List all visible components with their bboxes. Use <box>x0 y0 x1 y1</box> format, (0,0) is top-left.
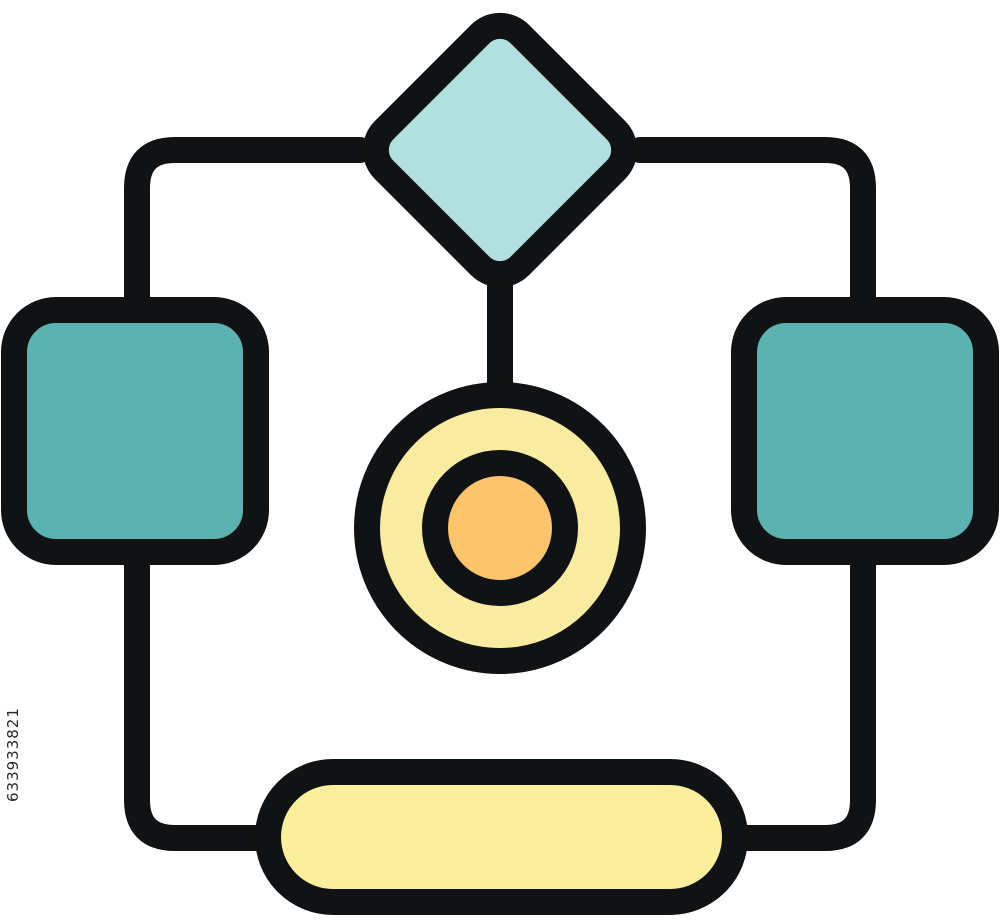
left-process-square-icon <box>1 297 269 565</box>
terminal-pill-icon <box>255 759 748 915</box>
right-process-square-icon <box>731 297 999 565</box>
connector-loop <box>124 137 876 851</box>
stock-image-id: 633933821 <box>4 707 22 803</box>
target-inner-circle-icon <box>422 450 578 606</box>
decision-diamond-icon <box>362 12 638 288</box>
